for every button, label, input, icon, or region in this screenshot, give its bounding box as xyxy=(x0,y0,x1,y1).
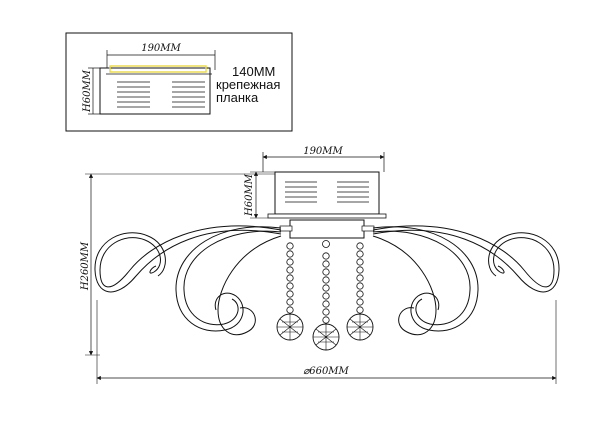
center-crystal-ball xyxy=(312,323,340,351)
inset-width-label: 190MM xyxy=(141,43,181,54)
plate-label-line1: крепежная xyxy=(216,77,280,92)
total-height-label: H260MM xyxy=(80,241,91,291)
canopy-base xyxy=(267,213,387,219)
left-crystal-strand xyxy=(286,242,294,314)
plate-label-line2: планка xyxy=(216,90,259,105)
central-hub xyxy=(289,219,365,239)
main-elevation: 190MM H60MM xyxy=(80,146,560,384)
inset-height-label: H60MM xyxy=(82,69,93,113)
box-height-label: H60MM xyxy=(244,173,255,217)
right-crystal-strand xyxy=(356,242,364,314)
inset-frame xyxy=(65,32,293,132)
crystal-strands xyxy=(286,240,364,324)
inset-panel: 190MM H60MM 140MM крепежная планка xyxy=(65,32,293,132)
crystal-balls xyxy=(276,313,374,351)
mounting-plate-highlight xyxy=(109,65,207,73)
center-crystal-strand xyxy=(322,240,330,324)
inset-box xyxy=(99,67,211,115)
right-crystal-ball xyxy=(346,313,374,341)
scroll-arms xyxy=(94,225,560,336)
canopy-box xyxy=(274,171,380,215)
canopy-vent-slots xyxy=(285,181,369,203)
box-width-label: 190MM xyxy=(303,146,343,157)
left-crystal-ball xyxy=(276,313,304,341)
diameter-label: ⌀660MM xyxy=(303,366,349,377)
inset-depth-label: 140MM xyxy=(232,64,275,79)
inset-vent-slots xyxy=(117,81,205,108)
